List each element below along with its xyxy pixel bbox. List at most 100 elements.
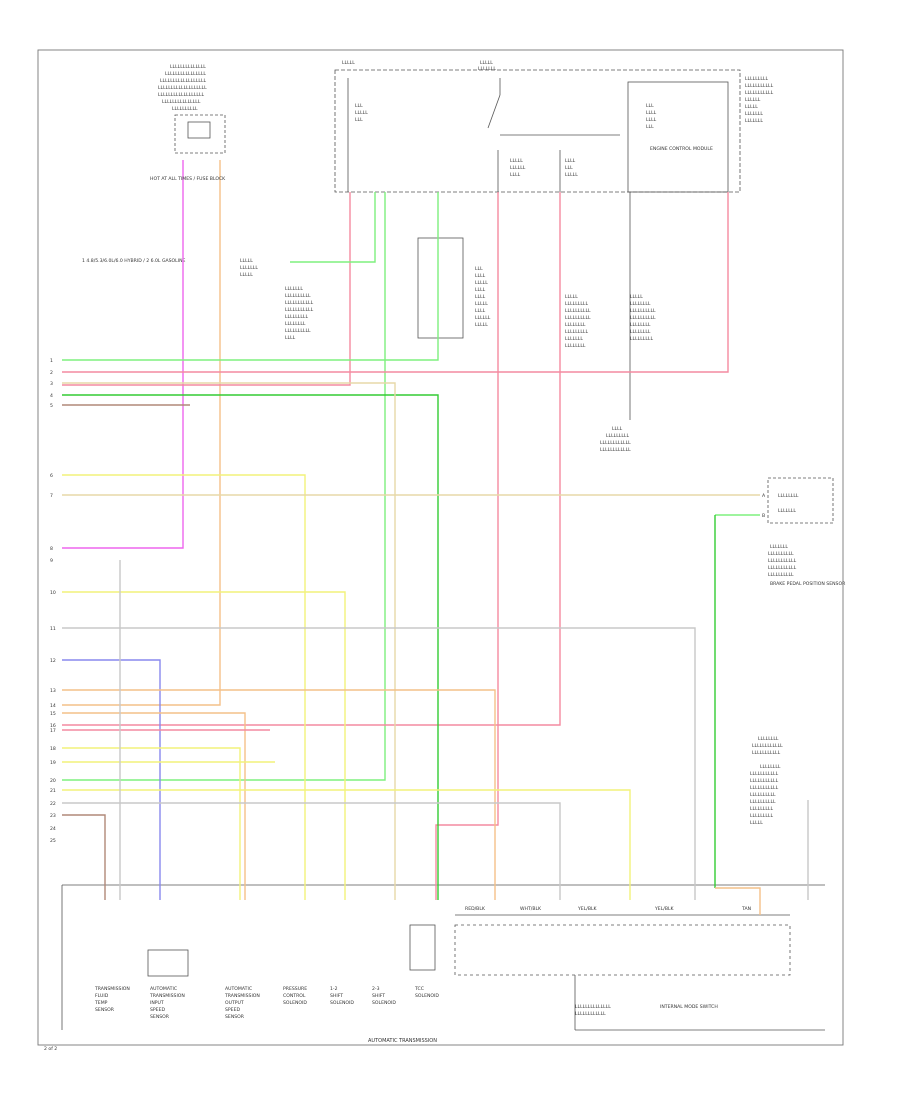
- svg-text:LLLLLLLLLLLLLLLLLL: LLLLLLLLLLLLLLLLLL: [160, 78, 207, 84]
- svg-text:LLL: LLL: [565, 165, 573, 171]
- svg-text:LLL: LLL: [355, 117, 363, 123]
- svg-text:SPEED: SPEED: [150, 1007, 165, 1013]
- left-pin-label: 17: [50, 728, 56, 734]
- svg-text:LLLLLL: LLLLLL: [510, 165, 526, 171]
- svg-text:LLLLLLLLL: LLLLLLLLL: [630, 336, 653, 342]
- svg-text:LLLLLLL: LLLLLLL: [770, 544, 788, 550]
- svg-text:LLLLLLLLLLL: LLLLLLLLLLL: [752, 750, 781, 756]
- svg-text:LLLLLLLL: LLLLLLLL: [630, 322, 651, 328]
- note-label: 1 4.8/5.3/6.0L/6.0 HYBRID / 2 6.0L GASOL…: [82, 258, 186, 264]
- svg-text:LLLLLLLLLLLL: LLLLLLLLLLLL: [575, 1011, 606, 1017]
- svg-text:TRANSMISSION: TRANSMISSION: [94, 986, 130, 992]
- svg-text:LLLLLLL: LLLLLLL: [240, 265, 258, 271]
- wire-yellow-1: [62, 474, 306, 900]
- svg-text:LLLL: LLLL: [646, 110, 657, 116]
- wire-gray-2: [62, 802, 561, 900]
- svg-text:LLLL: LLLL: [475, 308, 486, 314]
- svg-text:LLLLL: LLLLL: [475, 280, 488, 286]
- right-module-label: BRAKE PEDAL POSITION SENSOR: [770, 581, 846, 587]
- ecm-label: ENGINE CONTROL MODULE: [650, 146, 713, 152]
- wire-pink-trans: [435, 192, 499, 900]
- transmission-block: LLLLLLLLLLLLLL LLLLLLLLLLLL: [61, 884, 825, 1031]
- svg-text:LLLLLLLL: LLLLLLLL: [565, 343, 586, 349]
- ecm-block: LLLLL LLLLL LLLLLLL LLL LLLLL LLL LLL LL…: [334, 60, 774, 193]
- svg-text:SENSOR: SENSOR: [225, 1014, 245, 1020]
- wire-lightgreen-sensor: [62, 192, 439, 361]
- svg-text:1-2: 1-2: [330, 986, 338, 992]
- svg-text:LLLLLLLLLLL: LLLLLLLLLLL: [745, 90, 774, 96]
- svg-text:SPEED: SPEED: [225, 1007, 240, 1013]
- right-module: LLLLLLLL LLLLLLL LLLLLLL LLLLLLLLLL LLLL…: [767, 477, 834, 578]
- svg-text:LLLLL: LLLLL: [630, 294, 643, 300]
- svg-text:PRESSURE: PRESSURE: [283, 986, 307, 992]
- wire-pink-ecm-b: [62, 192, 561, 726]
- left-pin-label: 8: [50, 546, 53, 552]
- svg-text:LLLLLL: LLLLLL: [475, 315, 491, 321]
- wire-orange-bottom: [715, 887, 761, 915]
- svg-text:LLLLLLLLLL: LLLLLLLLLL: [768, 572, 794, 578]
- svg-text:LLLLLLLLLLL: LLLLLLLLLLL: [285, 307, 314, 313]
- svg-text:LLLLL: LLLLL: [240, 272, 253, 278]
- right-pin-label: A: [762, 493, 766, 499]
- svg-text:LLLLLLLLLL: LLLLLLLLLL: [172, 106, 198, 112]
- svg-text:LLLLLLLL: LLLLLLLL: [778, 493, 799, 499]
- left-pin-label: 23: [50, 813, 56, 819]
- left-pin-label: 14: [50, 703, 56, 709]
- bottom-wire-tag: RED/BLK: [465, 906, 486, 912]
- svg-text:LLLLLL: LLLLLL: [745, 97, 761, 103]
- svg-text:LLLLLLLLL: LLLLLLLLL: [565, 301, 588, 307]
- svg-text:SENSOR: SENSOR: [95, 1007, 115, 1013]
- svg-text:LLLLLLLL: LLLLLLLL: [758, 736, 779, 742]
- diagram-border: [37, 49, 844, 1046]
- svg-text:LLLLLLLLLLL: LLLLLLLLLLL: [285, 300, 314, 306]
- sheet-ref: 2 of 2: [44, 1046, 57, 1052]
- left-pin-label: 7: [50, 493, 53, 499]
- svg-text:LLLLL: LLLLL: [565, 294, 578, 300]
- left-pin-label: 13: [50, 688, 56, 694]
- wire-lightgreen-ecm: [290, 192, 376, 263]
- svg-text:SOLENOID: SOLENOID: [372, 1000, 396, 1006]
- svg-text:LLLLLLL: LLLLLLL: [745, 118, 763, 124]
- svg-text:LLLL: LLLL: [510, 172, 521, 178]
- svg-text:LLLLL: LLLLL: [240, 258, 253, 264]
- svg-text:TRANSMISSION: TRANSMISSION: [224, 993, 260, 999]
- svg-text:LLLL: LLLL: [612, 426, 623, 432]
- svg-text:LLLL: LLLL: [475, 287, 486, 293]
- svg-text:LLLLL: LLLLL: [342, 60, 355, 66]
- svg-text:SOLENOID: SOLENOID: [283, 1000, 307, 1006]
- svg-text:LLLLLLL: LLLLLLL: [565, 336, 583, 342]
- wires-layer: [62, 160, 809, 915]
- wire-violet-top: [62, 160, 184, 549]
- svg-text:2-3: 2-3: [372, 986, 380, 992]
- wire-yellow-5: [62, 789, 631, 900]
- svg-text:LLLLL: LLLLL: [475, 322, 488, 328]
- svg-text:LLL: LLL: [646, 103, 654, 109]
- left-pin-label: 2: [50, 370, 53, 376]
- bottom-wire-tag: YEL/BLK: [654, 906, 675, 912]
- wire-tan-trans: [62, 382, 396, 900]
- svg-text:LLLLLLLLLLL: LLLLLLLLLLL: [750, 785, 779, 791]
- svg-text:LLLLLLLLLLLL: LLLLLLLLLLLL: [600, 447, 631, 453]
- wire-pink-ecm-a: [62, 192, 351, 386]
- svg-text:LLLLLLLLLL: LLLLLLLLLL: [285, 293, 311, 299]
- svg-text:LLLLLLLLLLLL: LLLLLLLLLLLL: [600, 440, 631, 446]
- svg-text:LLLLLLLLLLLLLLL: LLLLLLLLLLLLLLL: [162, 99, 201, 105]
- component-labels-layer: TRANSMISSIONFLUIDTEMPSENSORAUTOMATICTRAN…: [94, 986, 439, 1020]
- svg-text:LLLLLLLLLL: LLLLLLLLLL: [750, 792, 776, 798]
- svg-text:LLLLLLL: LLLLLLL: [285, 286, 303, 292]
- svg-text:LLLLLLLL: LLLLLLLL: [285, 321, 306, 327]
- wire-yellow-2: [62, 591, 346, 900]
- right-pin-label: B: [762, 513, 765, 519]
- svg-text:LLLLL: LLLLL: [750, 820, 763, 826]
- left-pin-label: 25: [50, 838, 56, 844]
- bottom-wire-tag: TAN: [741, 906, 751, 912]
- internal-mode-switch-label: INTERNAL MODE SWITCH: [660, 1004, 718, 1010]
- wire-lightgreen-long: [62, 192, 386, 781]
- left-pin-label: 19: [50, 760, 56, 766]
- left-pin-label: 21: [50, 788, 56, 794]
- svg-text:SHIFT: SHIFT: [330, 993, 343, 999]
